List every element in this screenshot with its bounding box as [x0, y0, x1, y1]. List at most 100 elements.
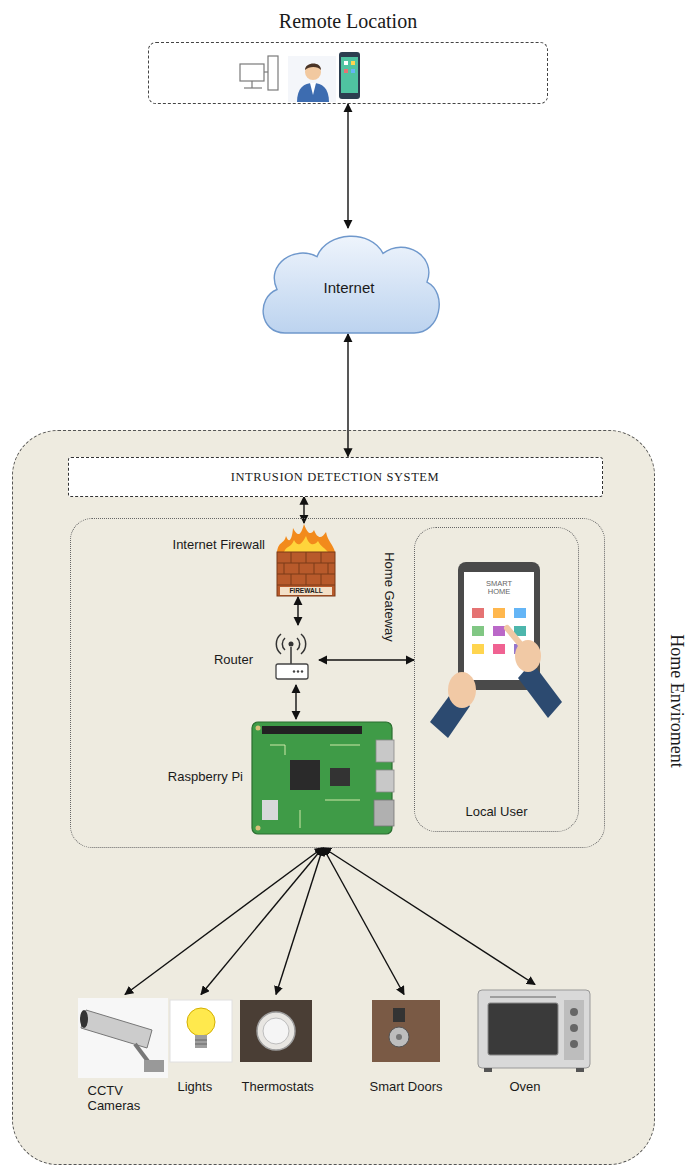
device-node: Oven: [476, 985, 594, 1095]
remote-user-icons-part: [240, 64, 264, 81]
node-label: Oven: [510, 1079, 541, 1095]
label-holder: FIREWALL: [289, 587, 322, 594]
remote-user-icons-part: [251, 81, 252, 88]
smart-door-icon-part: [372, 1000, 440, 1062]
home-ground: [12, 430, 655, 1165]
oven-icon-part: [576, 1068, 584, 1072]
connector-arrow: [201, 848, 323, 995]
local-user-illustration-part: [472, 608, 484, 618]
firewall-icon-part: [277, 524, 335, 552]
router-icon: [276, 634, 308, 679]
node-label: Raspberry Pi: [168, 769, 243, 785]
home-environment-region: Home EnviromentINTRUSION DETECTION SYSTE…: [12, 430, 655, 1165]
raspberry-pi-board: [252, 722, 394, 834]
node-label: Lights: [178, 1079, 213, 1095]
smart-door-icon-part: [396, 1034, 402, 1040]
light-bulb-icon-part: [195, 1035, 207, 1048]
device-node: CCTV Cameras: [76, 995, 168, 1125]
text-holder: Raspberry Pi: [168, 769, 243, 785]
oven-icon-part: [570, 1024, 578, 1032]
router-icon-part: [293, 670, 295, 672]
text-holder: Internet Firewall: [173, 537, 265, 553]
firewall-node: Internet Firewall: [271, 523, 337, 597]
remote-user-icons-part: [268, 56, 278, 90]
cctv-camera-icon-part: [81, 1010, 152, 1048]
light-bulb-icon-part: [195, 1040, 207, 1041]
raspberry-pi-board-part: [290, 760, 320, 790]
raspberry-pi-board-part: [262, 800, 278, 820]
remote-user-icons-part: [339, 52, 360, 99]
light-bulb-icon-part: [187, 1008, 215, 1036]
oven-icon: [478, 990, 590, 1072]
oven-icon-part: [490, 996, 556, 998]
node-label: Thermostats: [242, 1079, 314, 1095]
firewall-icon-part: [277, 552, 335, 585]
intrusion-detection-box: INTRUSION DETECTION SYSTEM: [68, 457, 603, 497]
raspberry-pi-board-part: [252, 722, 392, 834]
remote-user-icons-part: [351, 69, 355, 73]
connector-arrow: [125, 848, 323, 995]
firewall-icon-part: [280, 587, 332, 595]
router-icon-part: [276, 664, 308, 679]
oven-icon-part: [564, 1000, 584, 1060]
connector-arrow: [319, 659, 414, 660]
cctv-camera-icon-part: [78, 998, 168, 1078]
device-node: Lights: [168, 995, 234, 1095]
remote-user-icons-part: [344, 61, 348, 65]
remote-user-icons-part: [288, 56, 336, 102]
oven-icon-part: [488, 1003, 558, 1055]
node-label: Local User: [465, 804, 527, 820]
local-user-illustration: [430, 562, 562, 738]
connector-arrow: [303, 497, 304, 524]
cctv-camera-icon-part: [80, 1010, 88, 1028]
connector-group: [125, 104, 535, 995]
device-node: Smart Doors: [368, 995, 446, 1095]
smart-door-icon: [372, 1000, 440, 1062]
oven-icon-part: [570, 1008, 578, 1016]
node-label: Home Gateway: [381, 552, 397, 642]
light-bulb-icon: [170, 1000, 232, 1062]
remote-user-icons-part: [344, 69, 348, 73]
raspberry-pi-board-part: [256, 826, 261, 831]
local-user-illustration-part: [507, 628, 522, 646]
home-gateway-region: Home GatewayInternet FirewallRouterRaspb…: [70, 518, 605, 848]
raspberry-pi-board-part: [270, 745, 360, 828]
text-holder: Thermostats: [242, 1079, 314, 1095]
device-node: Thermostats: [238, 995, 318, 1095]
node-label: INTRUSION DETECTION SYSTEM: [231, 469, 440, 484]
remote-user-icons-part: [264, 71, 268, 72]
local-user-illustration-part: [472, 626, 484, 636]
local-user-illustration-part: [493, 608, 505, 618]
oven-icon-part: [478, 990, 590, 1068]
light-bulb-icon-part: [195, 1044, 207, 1045]
thermostat-icon-part: [263, 1018, 289, 1044]
cctv-camera-icon: [78, 998, 168, 1078]
connector-arrow: [347, 334, 348, 457]
thermostat-icon: [240, 1000, 312, 1062]
label-holder: SMART HOME: [479, 580, 519, 597]
node-label: Internet: [324, 279, 375, 297]
node-label: Internet Firewall: [173, 537, 265, 553]
text-holder: Lights: [178, 1079, 213, 1095]
text-holder: Smart Doors: [370, 1079, 443, 1095]
local-user-illustration-part: [514, 608, 526, 618]
local-user-illustration-part: [458, 562, 540, 690]
connector-arrow: [323, 848, 535, 985]
router-icon-part: [290, 647, 292, 664]
local-user-illustration-part: [493, 626, 505, 636]
firewall-icon: [277, 524, 335, 596]
raspberry-pi-board-part: [376, 740, 394, 762]
smart-door-icon-part: [389, 1027, 409, 1047]
remote-location-box: Remote Location: [148, 42, 548, 104]
firewall-icon-part: [277, 552, 335, 596]
node-label: CCTV Cameras: [88, 1083, 158, 1114]
local-user-illustration-part: [448, 672, 476, 708]
firewall-sign-text: FIREWALL: [289, 587, 322, 594]
remote-user-icons-part: [351, 61, 355, 65]
text-holder: INTRUSION DETECTION SYSTEM: [231, 469, 440, 484]
text-holder: Oven: [510, 1079, 541, 1095]
cctv-camera-icon-part: [144, 1060, 164, 1072]
text-holder: CCTV Cameras: [88, 1083, 158, 1114]
raspberry-pi-board-part: [376, 770, 394, 792]
